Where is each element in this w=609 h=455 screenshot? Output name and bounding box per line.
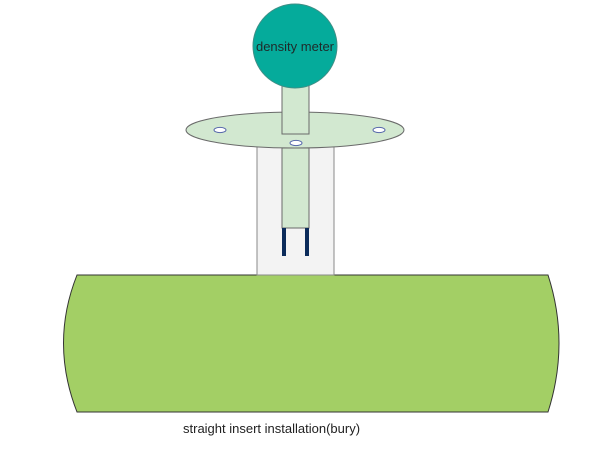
meter-neck — [281, 83, 310, 135]
diagram-caption: straight insert installation(bury) — [183, 421, 360, 436]
probe-stem — [281, 147, 310, 229]
bolt-hole-front — [289, 139, 303, 147]
fork-tine-left — [282, 228, 286, 256]
pipe — [63, 274, 560, 413]
fork-tine-right — [305, 228, 309, 256]
density-meter-label: density meter — [256, 39, 335, 54]
bolt-hole-right — [372, 126, 386, 134]
bolt-hole-left — [213, 126, 227, 134]
density-meter-head — [252, 3, 338, 89]
